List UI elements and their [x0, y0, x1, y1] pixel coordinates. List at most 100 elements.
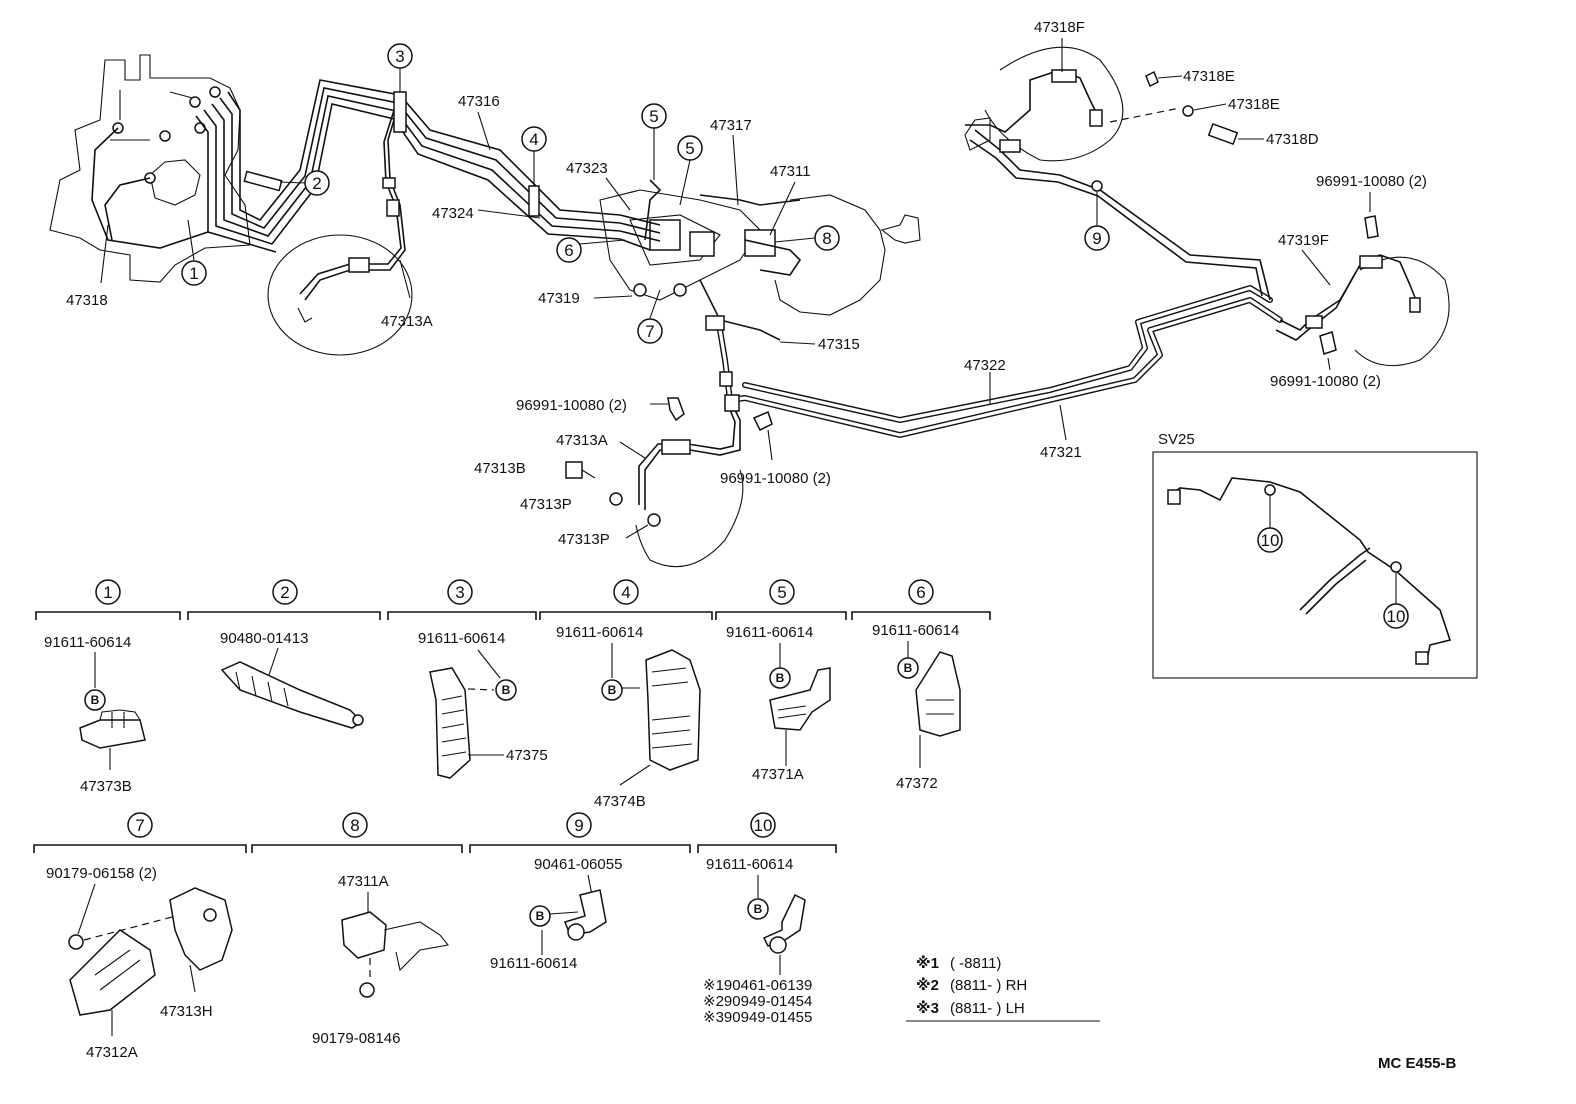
label-47317: 47317 [710, 117, 752, 134]
label-47318E-2: 47318E [1228, 96, 1280, 113]
label-47318D: 47318D [1266, 131, 1319, 148]
detail-7-num: 7 [135, 816, 144, 835]
detail-1-part: 47373B [80, 778, 132, 795]
detail-6-bubble: B [904, 661, 913, 675]
label-47318F: 47318F [1034, 19, 1085, 36]
detail-6: 6 91611-60614 B 47372 [851, 579, 991, 792]
callout-2-num: 2 [312, 174, 321, 193]
detail-3-bolt: 91611-60614 [418, 630, 505, 647]
detail-10-note-2: ※290949-01454 [703, 993, 812, 1010]
callout-4 [521, 126, 547, 152]
rear-right-wheel [1275, 215, 1450, 367]
detail-3-num: 3 [455, 583, 464, 602]
label-47319: 47319 [538, 290, 580, 307]
detail-9-bubble: B [536, 909, 545, 923]
detail-4: 4 91611-60614 B 47374B [539, 579, 713, 810]
detail-10-part-a: 91611-60614 [706, 856, 793, 873]
detail-7-part-c: 47312A [86, 1044, 138, 1061]
callout-10a-num: 10 [1261, 531, 1280, 550]
callout-1 [181, 260, 207, 286]
label-96991-bottom-right: 96991-10080 (2) [1270, 373, 1381, 390]
label-47323: 47323 [566, 160, 608, 177]
label-47316: 47316 [458, 93, 500, 110]
callout-8 [814, 225, 840, 251]
callout-10a [1257, 527, 1283, 553]
rear-left-wheel [964, 46, 1271, 301]
detail-8-part-b: 90179-08146 [312, 1030, 400, 1047]
callout-1-num: 1 [189, 264, 198, 283]
callout-5b-num: 5 [685, 139, 694, 158]
rear-tubes [638, 285, 1283, 510]
detail-7: 7 90179-06158 (2) 47313H 47312A [33, 812, 247, 1061]
legend-mark-1: ※1 [916, 954, 939, 972]
legend-mark-3: ※3 [916, 999, 939, 1017]
detail-9-part-a: 90461-06055 [534, 856, 622, 873]
sv25-label: SV25 [1158, 431, 1195, 448]
label-47313B: 47313B [474, 460, 526, 477]
detail-6-part: 47372 [896, 775, 938, 792]
callout-5b [677, 135, 703, 161]
label-96991-top-right: 96991-10080 (2) [1316, 173, 1427, 190]
detail-5-bubble: B [776, 671, 785, 685]
front-tube-bundle [91, 79, 621, 301]
detail-8-num: 8 [350, 816, 359, 835]
detail-7-part-a: 90179-06158 (2) [46, 865, 157, 882]
legend-text-1: ( -8811) [950, 955, 1001, 972]
detail-5-num: 5 [777, 583, 786, 602]
label-47318E-1: 47318E [1183, 68, 1235, 85]
callout-2 [304, 170, 330, 196]
detail-10-bubble: B [754, 902, 763, 916]
callout-8-num: 8 [822, 229, 831, 248]
detail-1-bubble: B [91, 693, 100, 707]
detail-4-part: 47374B [594, 793, 646, 810]
detail-6-bolt: 91611-60614 [872, 622, 959, 639]
label-47315: 47315 [818, 336, 860, 353]
detail-4-bolt: 91611-60614 [556, 624, 643, 641]
callout-4-num: 4 [529, 130, 538, 149]
detail-2-bolt: 90480-01413 [220, 630, 308, 647]
label-47313A-left: 47313A [381, 313, 433, 330]
detail-9-part-b: 91611-60614 [490, 955, 577, 972]
label-47319F: 47319F [1278, 232, 1329, 249]
legend-mark-2: ※2 [916, 976, 939, 994]
detail-2-num: 2 [280, 583, 289, 602]
detail-9-num: 9 [574, 816, 583, 835]
detail-1: 1 91611-60614 B 47373B [35, 579, 181, 795]
label-47322: 47322 [964, 357, 1006, 374]
detail-3-bubble: B [502, 683, 511, 697]
legend-text-2: (8811- ) RH [950, 977, 1027, 994]
detail-1-bolt: 91611-60614 [44, 634, 131, 651]
detail-1-num: 1 [103, 583, 112, 602]
callout-6 [556, 237, 582, 263]
detail-8: 8 47311A 90179-08146 [251, 812, 463, 1047]
callout-7 [637, 318, 663, 344]
detail-10: 10 91611-60614 B ※190461-06139 ※290949-0… [697, 812, 837, 1026]
detail-9: 9 90461-06055 B 91611-60614 [469, 812, 691, 972]
diagram-code: MC E455-B [1378, 1055, 1457, 1072]
callout-9 [1084, 225, 1110, 251]
legend-text-3: (8811- ) LH [950, 1000, 1025, 1017]
detail-8-part-a: 47311A [338, 873, 389, 890]
label-47311: 47311 [770, 163, 811, 180]
detail-2: 2 90480-01413 [187, 579, 381, 729]
detail-10-note-3: ※390949-01455 [703, 1009, 812, 1026]
callout-3-num: 3 [395, 47, 404, 66]
label-47324: 47324 [432, 205, 474, 222]
detail-4-bubble: B [608, 683, 617, 697]
detail-4-num: 4 [621, 583, 630, 602]
callout-10b-num: 10 [1387, 607, 1406, 626]
detail-10-num: 10 [754, 816, 773, 835]
detail-3-part: 47375 [506, 747, 548, 764]
callout-10b [1383, 603, 1409, 629]
date-legend: ※1 ( -8811) ※2 (8811- ) RH ※3 (8811- ) L… [906, 954, 1100, 1022]
detail-5-bolt: 91611-60614 [726, 624, 813, 641]
detail-6-num: 6 [916, 583, 925, 602]
label-96991-mid-left: 96991-10080 (2) [516, 397, 627, 414]
detail-5-part: 47371A [752, 766, 804, 783]
detail-5: 5 91611-60614 B 47371A [715, 579, 847, 783]
callout-7-num: 7 [645, 322, 654, 341]
callout-9-num: 9 [1092, 229, 1101, 248]
proportioning-valve-assembly [599, 179, 802, 341]
callout-5a-num: 5 [649, 107, 658, 126]
